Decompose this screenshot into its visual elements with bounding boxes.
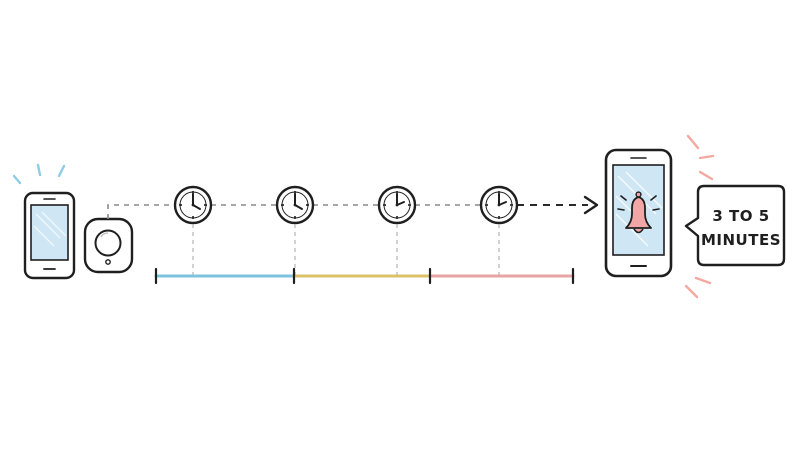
callout-line-2: MINUTES bbox=[701, 231, 781, 249]
bell-icon bbox=[617, 191, 660, 234]
signal-marks-blue bbox=[12, 163, 66, 185]
signal-marks-pink bbox=[684, 134, 715, 299]
dashed-flow-line bbox=[107, 204, 588, 219]
timeline bbox=[154, 267, 575, 285]
motion-sensor-icon bbox=[83, 217, 134, 274]
clock-icon bbox=[275, 185, 315, 225]
callout-line-1: 3 TO 5 bbox=[712, 207, 769, 225]
clocks bbox=[173, 185, 519, 225]
clock-icon bbox=[479, 185, 519, 225]
arrow-right-icon bbox=[583, 195, 599, 215]
clock-connectors bbox=[192, 224, 500, 275]
clock-icon bbox=[173, 185, 213, 225]
alert-smartphone bbox=[604, 134, 715, 299]
clock-icon bbox=[377, 185, 417, 225]
callout-bubble: 3 TO 5 MINUTES bbox=[684, 184, 786, 267]
source-smartphone bbox=[12, 163, 76, 280]
